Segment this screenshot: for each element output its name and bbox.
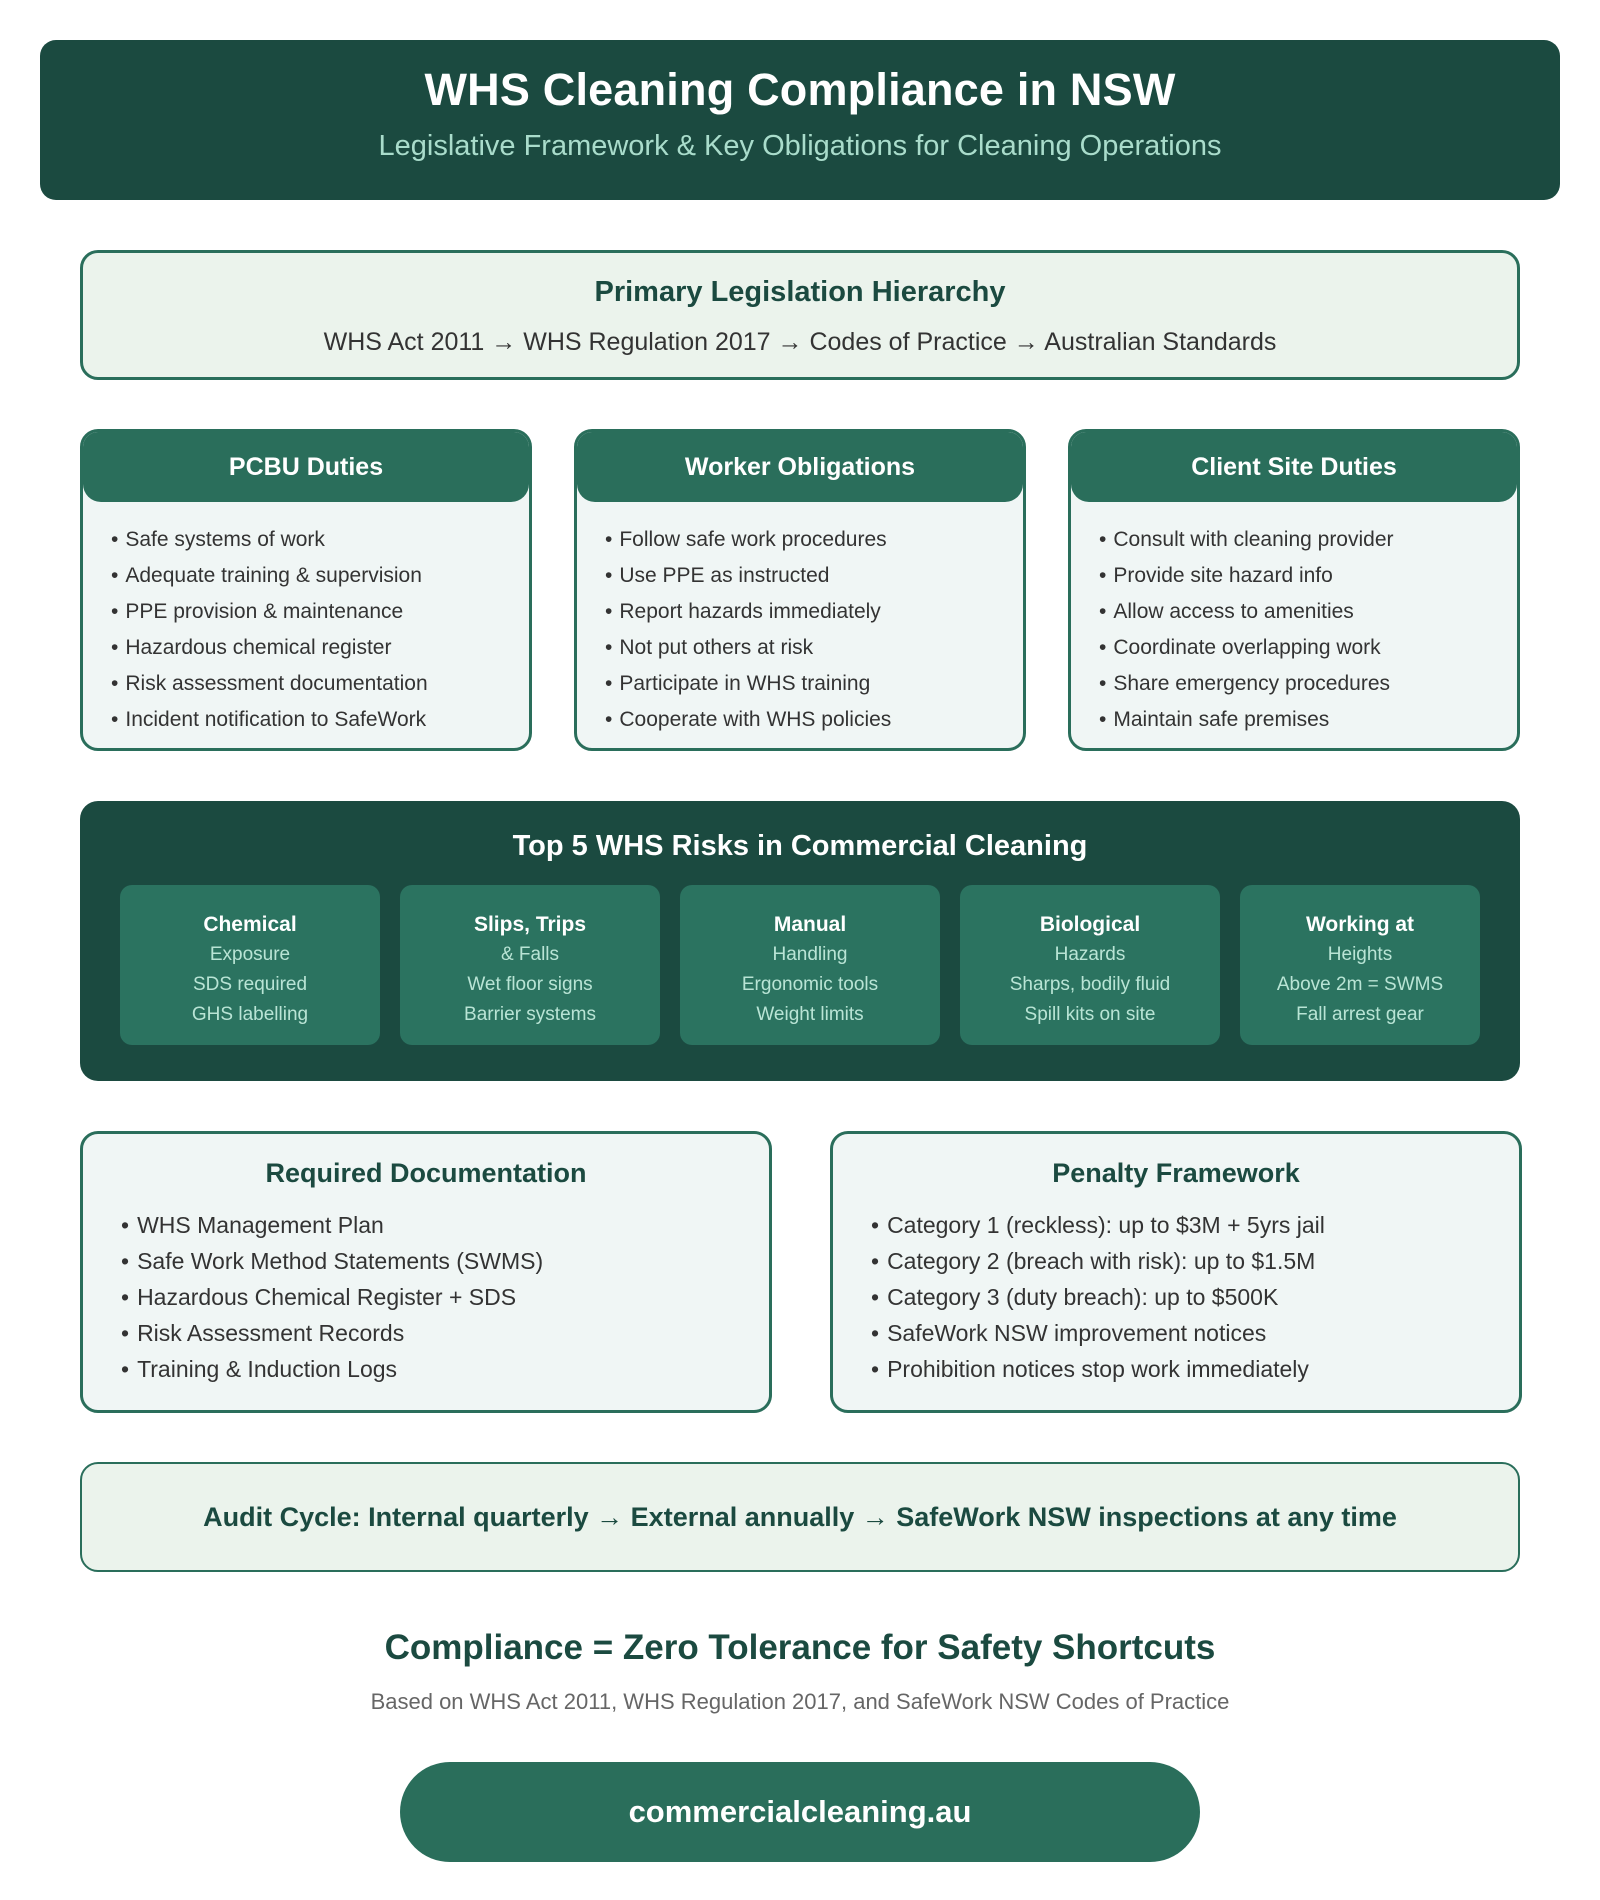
list-item: Cooperate with WHS policies xyxy=(605,706,1023,742)
list-item: Hazardous chemical register xyxy=(111,634,529,670)
risk-line: Ergonomic tools xyxy=(741,974,879,995)
risk-line: Handling xyxy=(772,944,848,965)
list-item: Consult with cleaning provider xyxy=(1099,526,1517,562)
risk-tile-biological: Biological Hazards Sharps, bodily fluid … xyxy=(960,885,1220,1045)
risk-line: Weight limits xyxy=(756,1004,864,1025)
risk-tile-slips: Slips, Trips & Falls Wet floor signs Bar… xyxy=(400,885,660,1045)
audit-cycle-banner: Audit Cycle: Internal quarterly → Extern… xyxy=(80,1462,1520,1572)
list-item: Risk Assessment Records xyxy=(121,1317,769,1353)
risk-line: Exposure xyxy=(209,944,291,965)
duty-list: Consult with cleaning provider Provide s… xyxy=(1071,502,1517,742)
list-item: Category 2 (breach with risk): up to $1.… xyxy=(871,1245,1519,1281)
list-item: Prohibition notices stop work immediatel… xyxy=(871,1353,1519,1389)
list-item: Incident notification to SafeWork xyxy=(111,706,529,742)
list-item: Training & Induction Logs xyxy=(121,1353,769,1389)
client-site-duties-card: Client Site Duties Consult with cleaning… xyxy=(1068,429,1520,751)
list-item: Maintain safe premises xyxy=(1099,706,1517,742)
penalty-list: Category 1 (reckless): up to $3M + 5yrs … xyxy=(833,1189,1519,1389)
list-item: Not put others at risk xyxy=(605,634,1023,670)
risk-line: Heights xyxy=(1327,944,1393,965)
list-item: WHS Management Plan xyxy=(121,1209,769,1245)
documentation-list: WHS Management Plan Safe Work Method Sta… xyxy=(83,1189,769,1389)
list-item: Coordinate overlapping work xyxy=(1099,634,1517,670)
page-subtitle: Legislative Framework & Key Obligations … xyxy=(378,130,1222,162)
duty-list: Follow safe work procedures Use PPE as i… xyxy=(577,502,1023,742)
list-item: Report hazards immediately xyxy=(605,598,1023,634)
risk-title: Manual xyxy=(773,913,847,936)
risk-line: Barrier systems xyxy=(464,1004,596,1025)
list-item: Provide site hazard info xyxy=(1099,562,1517,598)
list-item: Category 3 (duty breach): up to $500K xyxy=(871,1281,1519,1317)
hierarchy-chain: WHS Act 2011 → WHS Regulation 2017 → Cod… xyxy=(323,328,1277,356)
list-item: Participate in WHS training xyxy=(605,670,1023,706)
page-header: WHS Cleaning Compliance in NSW Legislati… xyxy=(40,40,1560,200)
list-item: Safe systems of work xyxy=(111,526,529,562)
risk-title: Biological xyxy=(1039,913,1141,936)
required-documentation-card: Required Documentation WHS Management Pl… xyxy=(80,1131,772,1413)
list-item: Use PPE as instructed xyxy=(605,562,1023,598)
list-item: Allow access to amenities xyxy=(1099,598,1517,634)
risks-title: Top 5 WHS Risks in Commercial Cleaning xyxy=(512,830,1088,862)
duty-list: Safe systems of work Adequate training &… xyxy=(83,502,529,742)
compliance-tagline: Compliance = Zero Tolerance for Safety S… xyxy=(384,1628,1216,1667)
card-title: PCBU Duties xyxy=(83,432,529,502)
hierarchy-title: Primary Legislation Hierarchy xyxy=(594,276,1006,308)
card-title: Required Documentation xyxy=(265,1158,587,1188)
risk-tile-chemical: Chemical Exposure SDS required GHS label… xyxy=(120,885,380,1045)
risk-line: SDS required xyxy=(192,974,308,995)
risk-line: Wet floor signs xyxy=(467,974,593,995)
source-footnote: Based on WHS Act 2011, WHS Regulation 20… xyxy=(370,1689,1230,1714)
risk-title: Chemical xyxy=(203,913,297,936)
risk-line: Sharps, bodily fluid xyxy=(1009,974,1171,995)
pcbu-duties-card: PCBU Duties Safe systems of work Adequat… xyxy=(80,429,532,751)
list-item: PPE provision & maintenance xyxy=(111,598,529,634)
risk-tile-manual-handling: Manual Handling Ergonomic tools Weight l… xyxy=(680,885,940,1045)
legislation-hierarchy-panel: Primary Legislation Hierarchy WHS Act 20… xyxy=(80,250,1520,380)
risk-line: Above 2m = SWMS xyxy=(1276,974,1444,995)
risk-line: Fall arrest gear xyxy=(1296,1004,1424,1025)
list-item: Safe Work Method Statements (SWMS) xyxy=(121,1245,769,1281)
list-item: Hazardous Chemical Register + SDS xyxy=(121,1281,769,1317)
risk-title: Working at xyxy=(1305,913,1415,936)
card-title: Penalty Framework xyxy=(1052,1158,1300,1188)
risk-line: GHS labelling xyxy=(191,1004,309,1025)
list-item: Adequate training & supervision xyxy=(111,562,529,598)
list-item: Category 1 (reckless): up to $3M + 5yrs … xyxy=(871,1209,1519,1245)
page-title: WHS Cleaning Compliance in NSW xyxy=(424,64,1176,115)
website-link-button[interactable]: commercialcleaning.au xyxy=(400,1762,1200,1862)
risk-tile-working-at-heights: Working at Heights Above 2m = SWMS Fall … xyxy=(1240,885,1480,1045)
penalty-framework-card: Penalty Framework Category 1 (reckless):… xyxy=(830,1131,1522,1413)
risk-line: Spill kits on site xyxy=(1024,1004,1156,1025)
list-item: SafeWork NSW improvement notices xyxy=(871,1317,1519,1353)
risk-title: Slips, Trips xyxy=(473,913,587,936)
risk-line: Hazards xyxy=(1054,944,1126,965)
risk-line: & Falls xyxy=(500,944,560,965)
list-item: Follow safe work procedures xyxy=(605,526,1023,562)
list-item: Share emergency procedures xyxy=(1099,670,1517,706)
top-risks-panel: Top 5 WHS Risks in Commercial Cleaning C… xyxy=(80,801,1520,1081)
worker-obligations-card: Worker Obligations Follow safe work proc… xyxy=(574,429,1026,751)
list-item: Risk assessment documentation xyxy=(111,670,529,706)
card-title: Client Site Duties xyxy=(1071,432,1517,502)
card-title: Worker Obligations xyxy=(577,432,1023,502)
